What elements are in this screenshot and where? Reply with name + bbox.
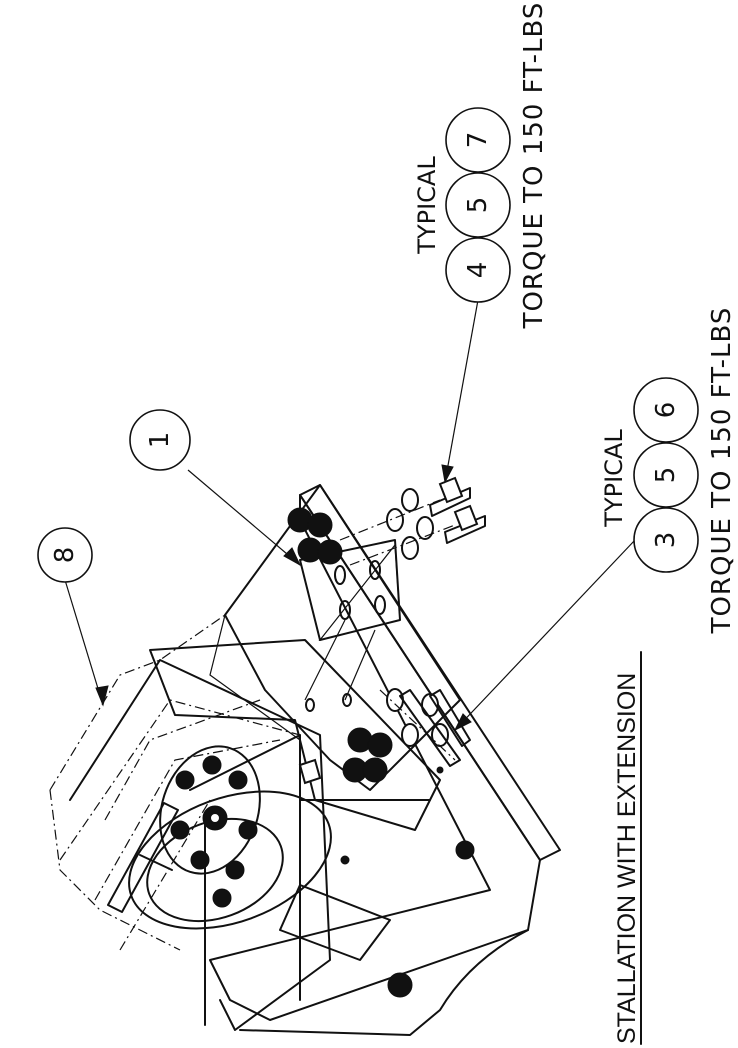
title-text: STALLATION WITH EXTENSION	[613, 673, 641, 1044]
plate-hole-a	[305, 698, 315, 712]
bracket-slots	[334, 560, 386, 620]
callout-8: 8	[37, 527, 93, 583]
callout-1: 1	[129, 409, 191, 471]
base-rail-curve	[239, 929, 529, 1036]
handle-stub	[139, 854, 173, 871]
frame-outline	[69, 659, 331, 1031]
flange-bolts	[170, 755, 258, 908]
leader-1	[187, 469, 301, 566]
base-rail-edge	[299, 484, 561, 861]
callout-5-upper-label: 5	[463, 197, 493, 214]
callout-5-lower-label: 5	[651, 467, 681, 484]
flange-hub-hole	[209, 812, 221, 824]
callout-6-label: 6	[651, 402, 681, 419]
hole-line-b	[344, 629, 376, 701]
gusset	[279, 884, 391, 961]
callout-group-upper: 7 5 4	[445, 107, 511, 303]
assembly-illustration	[49, 476, 561, 1036]
callout-1-label: 1	[145, 432, 175, 449]
lower-hardware	[298, 688, 475, 998]
hole-line-a	[304, 619, 346, 701]
torque-note-lower: TORQUE TO 150 FT-LBS	[707, 307, 737, 635]
callout-7-label: 7	[463, 132, 493, 149]
leader-4	[444, 299, 479, 483]
leader-3	[454, 539, 636, 731]
side-plate-edge	[209, 614, 301, 741]
typical-note-upper: TYPICAL	[413, 156, 441, 255]
handle-rod	[107, 802, 179, 913]
callout-group-lower: 6 5 3	[633, 377, 699, 573]
motor-end	[146, 817, 284, 923]
front-plate	[149, 639, 441, 831]
callout-3-label: 3	[651, 532, 681, 549]
callout-8-label: 8	[50, 547, 80, 564]
mount-bracket-fold	[318, 543, 401, 642]
extension-phantom	[49, 614, 301, 951]
typical-note-lower: TYPICAL	[600, 429, 628, 528]
leader-8	[64, 579, 104, 706]
base-rail	[209, 494, 541, 1021]
plate-hole-b	[342, 693, 352, 707]
upper-hardware	[287, 476, 486, 566]
callout-4-label: 4	[463, 262, 493, 279]
drawing-title: STALLATION WITH EXTENSION	[613, 651, 642, 1045]
leader-lines	[64, 299, 636, 732]
torque-note-upper: TORQUE TO 150 FT-LBS	[519, 2, 549, 330]
side-plate	[224, 484, 461, 791]
